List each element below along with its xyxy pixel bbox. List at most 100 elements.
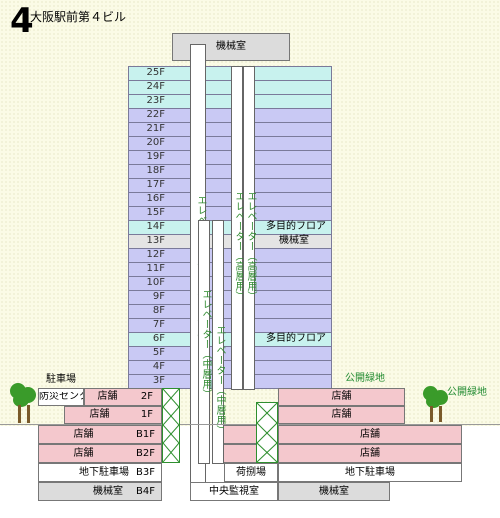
shop-1f-right-label: 店舗: [331, 409, 352, 420]
floor-label-b1f: B1F: [136, 428, 155, 440]
disaster-center-room: 防災センター: [38, 388, 84, 406]
floor-label: 21F: [146, 123, 165, 134]
floor-label: 5F: [152, 347, 165, 358]
b3f-parking-left-label: 地下駐車場: [79, 466, 129, 478]
open-green-label-right: 公開緑地: [447, 387, 487, 398]
floor-label: 10F: [146, 277, 165, 288]
shop-1f-left-floor: 1F: [133, 406, 162, 424]
floor-label-b4f: B4F: [136, 485, 155, 497]
shop-2f-right: 店舗: [278, 388, 405, 406]
tower-floor-20f: 20F: [128, 136, 332, 151]
floor-label-b2f: B2F: [136, 447, 155, 459]
floor-label-b3f: B3F: [136, 466, 155, 478]
tower-floor-4f: 4F: [128, 360, 332, 375]
b3f-loading-label: 荷捌場: [236, 466, 266, 478]
shop-2f-right-label: 店舗: [331, 391, 352, 402]
shop-b2f-left-label: 店舗: [73, 447, 94, 459]
floor-label: 18F: [146, 165, 165, 176]
tower-floor-13f: 13F 機械室: [128, 234, 332, 249]
shop-b2f-right: 店舗: [278, 444, 462, 463]
parking-label: 駐車場: [46, 374, 76, 385]
shop-2f-left-floor: 2F: [129, 388, 162, 406]
tower-floor-3f: 3F: [128, 374, 332, 389]
b3f-loading-area: 荷捌場: [224, 463, 278, 482]
building-name: 大阪駅前第４ビル: [30, 10, 127, 24]
shop-b1f-right-label: 店舗: [360, 428, 380, 440]
elevator-label-high-right: エレベーター（高層用）: [245, 191, 256, 301]
tower-floor-5f: 5F: [128, 346, 332, 361]
tower-floor-15f: 15F: [128, 206, 332, 221]
shop-b1f-left: 店舗: [38, 425, 128, 444]
elevator-label-high-left: エレベーター（高層用）: [233, 191, 244, 301]
floor-label-2f: 2F: [140, 391, 153, 402]
tower-floor-18f: 18F: [128, 164, 332, 179]
tree-right: [421, 386, 451, 422]
escalator-left-cross-icon: [162, 388, 180, 463]
tower-floor-11f: 11F: [128, 262, 332, 277]
shop-b1f-center: [224, 425, 256, 444]
shop-b1f-left-floor: B1F: [127, 425, 162, 444]
floor-note: 多目的フロア: [266, 333, 326, 344]
tree-canopy: [13, 393, 29, 407]
escalator-right-cross-icon: [256, 402, 278, 463]
elevator-label-mid-right: エレベーター（中層用）: [214, 325, 225, 435]
disaster-center-label: 防災センター: [39, 392, 83, 402]
b4f-machine-left-label: 機械室: [93, 485, 123, 497]
shop-b2f-right-label: 店舗: [360, 447, 380, 459]
tower-floor-9f: 9F: [128, 290, 332, 305]
elevator-shaft-mid-left: エレベーター（中層用）: [198, 220, 211, 464]
floor-label: 16F: [146, 193, 165, 204]
b4f-central-monitoring-label: 中央監視室: [209, 485, 259, 497]
floor-label: 8F: [152, 305, 165, 316]
shop-1f-right: 店舗: [278, 406, 405, 424]
tower-floor-17f: 17F: [128, 178, 332, 193]
floor-note: 機械室: [279, 235, 309, 246]
floor-label: 17F: [146, 179, 165, 190]
shop-b2f-left-floor: B2F: [127, 444, 162, 463]
ground-line: [0, 424, 500, 425]
open-green-label-center: 公開緑地: [345, 373, 385, 384]
shop-b1f-right: 店舗: [278, 425, 462, 444]
elevator-shaft-mid-right: エレベーター（中層用）: [212, 220, 225, 464]
shop-b2f-left: 店舗: [38, 444, 128, 463]
floor-label: 9F: [152, 291, 165, 302]
tree-trunk: [439, 406, 442, 422]
tower-floor-7f: 7F: [128, 318, 332, 333]
b4f-machine-right: 機械室: [278, 482, 390, 501]
floor-label: 12F: [146, 249, 165, 260]
floor-label: 25F: [146, 67, 165, 78]
floor-label: 24F: [146, 81, 165, 92]
tree-trunk: [18, 405, 21, 423]
escalator-right: [256, 402, 278, 463]
tower-floor-21f: 21F: [128, 122, 332, 137]
floor-label: 22F: [146, 109, 165, 120]
shop-2f-left-label: 店舗: [97, 391, 118, 402]
shop-1f-left: 店舗: [64, 406, 134, 424]
tower-floor-23f: 23F: [128, 94, 332, 109]
elevator-label-mid-left: エレベーター（中層用）: [200, 289, 211, 399]
tower-floor-25f: 25F: [128, 66, 332, 81]
floor-label: 23F: [146, 95, 165, 106]
shop-b2f-center: [224, 444, 256, 463]
tower-floor-22f: 22F: [128, 108, 332, 123]
floor-label: 14F: [146, 221, 165, 232]
tower-floor-16f: 16F: [128, 192, 332, 207]
b3f-parking-left: 地下駐車場 B3F: [38, 463, 162, 482]
elevator-shaft-high-left: エレベーター（高層用）: [231, 66, 244, 390]
floor-label: 13F: [146, 235, 165, 246]
floor-label: 4F: [152, 361, 165, 372]
shop-2f-left: 店舗: [84, 388, 130, 406]
floor-note: 多目的フロア: [266, 221, 326, 232]
tower-floor-14f: 14F 多目的フロア: [128, 220, 332, 235]
floor-label: 7F: [152, 319, 165, 330]
floor-label: 3F: [152, 375, 165, 386]
building-number: 4: [10, 1, 34, 41]
floor-label: 11F: [146, 263, 165, 274]
elevator-shaft-high-right: エレベーター（高層用）: [243, 66, 256, 390]
tower-floor-24f: 24F: [128, 80, 332, 95]
tower-floor-10f: 10F: [128, 276, 332, 291]
tree-trunk: [430, 406, 433, 422]
b3f-parking-right: 地下駐車場: [278, 463, 462, 482]
